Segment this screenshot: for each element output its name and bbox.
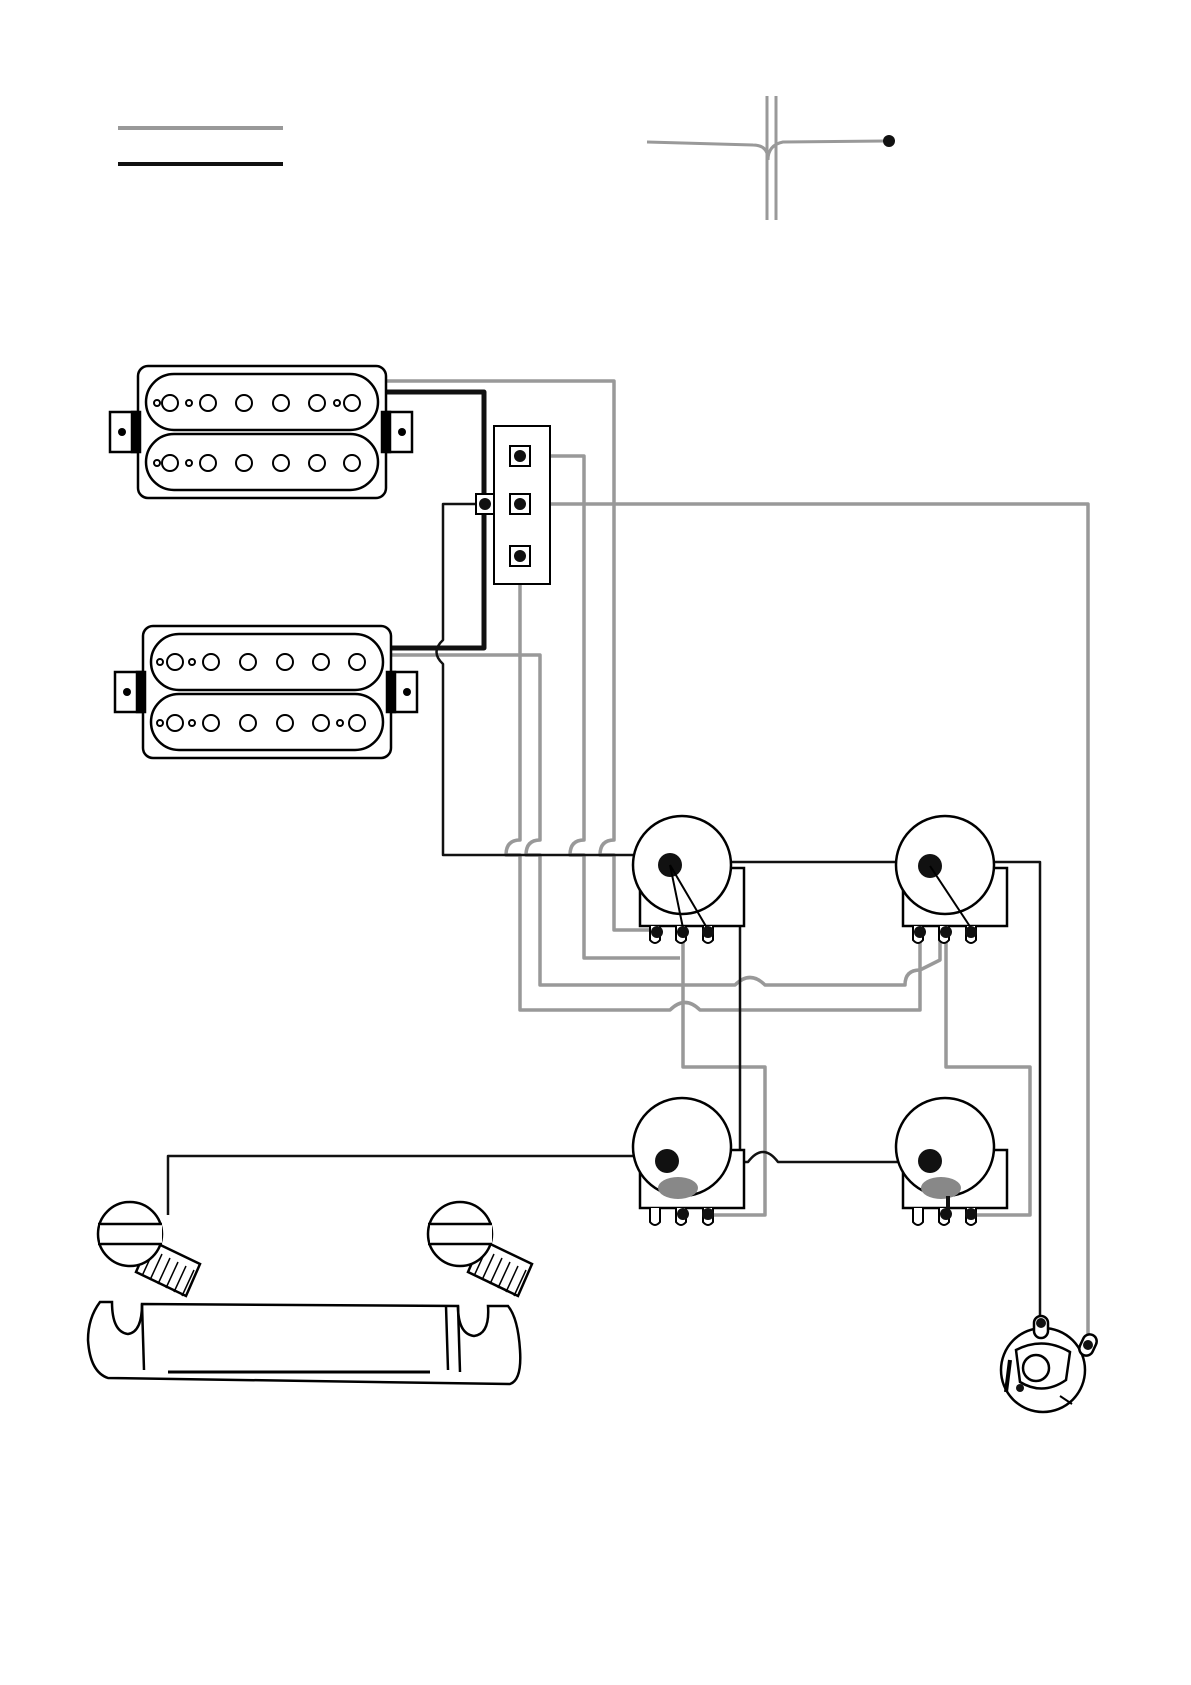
bridge-stud-right (428, 1202, 532, 1296)
bridge-stud-left (98, 1202, 200, 1296)
capacitor (658, 1177, 698, 1199)
bridge-pickup (115, 626, 417, 758)
bridge-tailpiece (88, 1202, 532, 1384)
neck-pickup (110, 366, 412, 498)
output-jack (1001, 1316, 1099, 1412)
wire-switch-ground (437, 504, 671, 855)
pot-bottom-left (633, 1098, 744, 1225)
wire-bridge-ground (168, 1156, 670, 1215)
toggle-switch (476, 426, 550, 584)
capacitor (921, 1177, 961, 1199)
pot-bottom-right (896, 1098, 1007, 1225)
wire-pot-ground-top (670, 862, 1040, 1318)
pot-top-right (896, 816, 1007, 943)
wire-crossing-symbol (647, 96, 895, 220)
pot-top-left (633, 816, 744, 943)
crossing-solder-dot (883, 135, 895, 147)
legend (118, 128, 283, 164)
wire-toggle-bottom (506, 556, 920, 1010)
